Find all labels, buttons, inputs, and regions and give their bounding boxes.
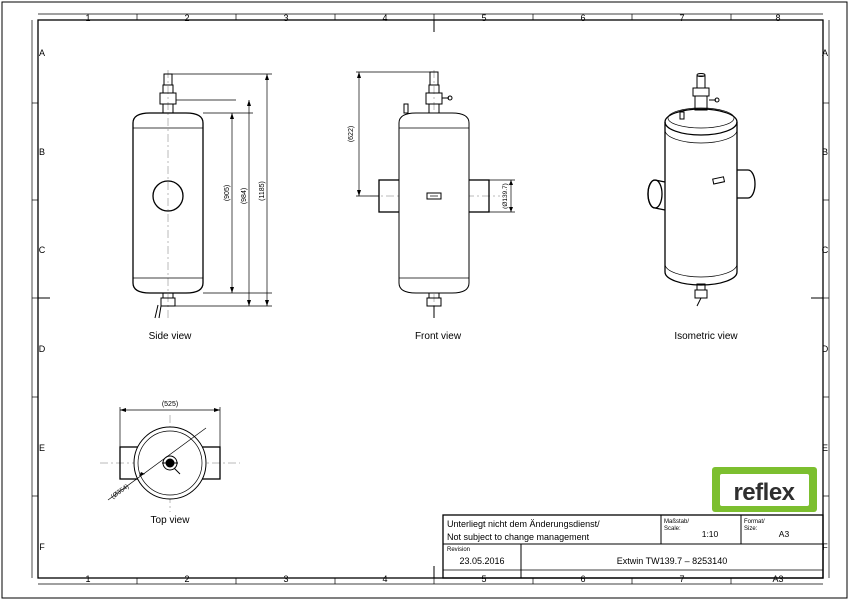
col-label: 6 — [580, 574, 585, 584]
col-label: 3 — [283, 574, 288, 584]
col-label: 7 — [679, 13, 684, 23]
dim-nozzle-diameter: (Ø139.7) — [502, 183, 509, 209]
dim-905: (905) — [224, 185, 231, 201]
row-label: E — [822, 443, 828, 453]
col-label: 5 — [481, 574, 486, 584]
col-label: 6 — [580, 13, 585, 23]
isometric-view: Isometric view — [647, 73, 756, 342]
isometric-view-label: Isometric view — [674, 331, 738, 342]
format-value: A3 — [779, 529, 790, 539]
scale-value: 1:10 — [702, 529, 719, 539]
scale-label-en: Scale: — [664, 526, 681, 532]
col-label: 4 — [382, 13, 387, 23]
format-label-en: Size: — [744, 526, 758, 532]
row-label: A — [39, 48, 45, 58]
scale-label-de: Maßstab/ — [664, 519, 689, 525]
notice-de: Unterliegt nicht dem Änderungsdienst/ — [447, 519, 600, 529]
drawing-title: Extwin TW139.7 – 8253140 — [617, 556, 727, 566]
col-label: 4 — [382, 574, 387, 584]
dim-354: (Ø354) — [110, 483, 130, 501]
logo-text: reflex — [733, 479, 795, 506]
format-label-de: Format/ — [744, 519, 765, 525]
row-label: C — [39, 245, 46, 255]
row-label: B — [39, 147, 45, 157]
row-label: E — [39, 443, 45, 453]
col-label: 1 — [85, 574, 90, 584]
row-label: F — [822, 542, 828, 552]
column-labels-top: 1 2 3 4 5 6 7 8 — [85, 13, 780, 23]
col-label: 7 — [679, 574, 684, 584]
notice-en: Not subject to change management — [447, 532, 590, 542]
row-label: D — [822, 344, 829, 354]
title-block: Unterliegt nicht dem Änderungsdienst/ No… — [442, 514, 824, 579]
col-label: 1 — [85, 13, 90, 23]
row-labels-right: A B C D E F — [822, 48, 829, 552]
side-view: (905) (984) (1185) Side view — [132, 70, 272, 342]
front-view-label: Front view — [415, 331, 462, 342]
top-view: (525) (Ø354) Top view — [100, 401, 240, 526]
row-label: C — [822, 245, 829, 255]
dim-984: (984) — [241, 188, 248, 204]
col-label: 8 — [775, 13, 780, 23]
col-label: 3 — [283, 13, 288, 23]
row-label: B — [822, 147, 828, 157]
col-label: 5 — [481, 13, 486, 23]
revision-date: 23.05.2016 — [459, 556, 504, 566]
revision-label: Revision — [447, 547, 470, 553]
top-view-label: Top view — [151, 515, 191, 526]
row-label: F — [39, 542, 45, 552]
side-view-label: Side view — [149, 331, 193, 342]
row-label: A — [822, 48, 828, 58]
row-labels-left: A B C D E F — [39, 48, 46, 552]
dim-1185: (1185) — [259, 181, 266, 201]
column-labels-bottom: 1 2 3 4 5 6 7 A3 — [85, 574, 783, 584]
col-label: 2 — [184, 574, 189, 584]
col-label: 2 — [184, 13, 189, 23]
front-view: (622) (Ø139.7) Front view — [348, 70, 515, 342]
reflex-logo: reflex — [712, 467, 817, 512]
dim-525: (525) — [162, 401, 178, 408]
dim-622: (622) — [348, 126, 355, 142]
col-label: A3 — [772, 574, 783, 584]
row-label: D — [39, 344, 46, 354]
